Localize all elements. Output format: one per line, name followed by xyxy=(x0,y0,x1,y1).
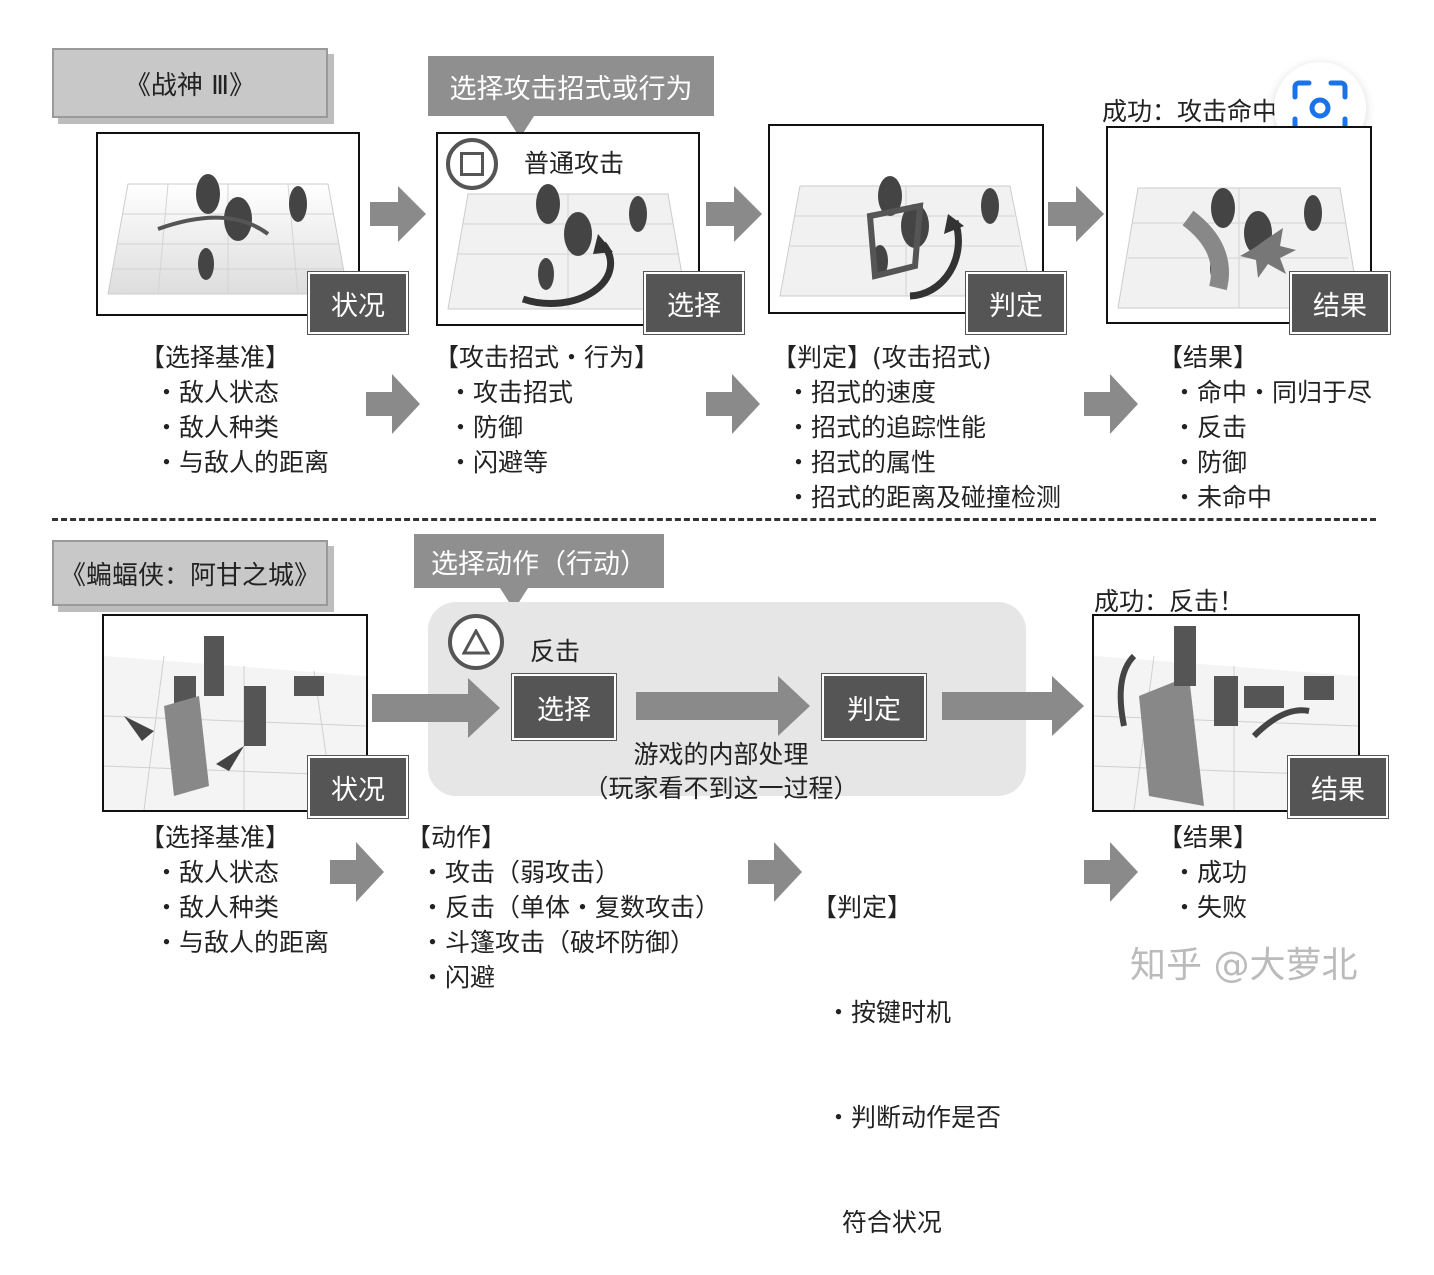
speech-bubble-top: 选择攻击招式或行为 xyxy=(428,56,714,116)
action-column-top: 【攻击招式・行为】 ・攻击招式 ・防御 ・闪避等 xyxy=(434,340,659,480)
triangle-glyph xyxy=(462,629,490,655)
column-heading: 【选择基准】 xyxy=(140,820,329,855)
label-result-top: 结果 xyxy=(1290,272,1390,334)
label-text: 状况 xyxy=(331,284,385,323)
label-text: 选择 xyxy=(537,688,591,727)
bubble-text: 选择攻击招式或行为 xyxy=(450,67,693,106)
square-glyph xyxy=(460,152,484,176)
triangle-button-icon xyxy=(448,614,504,670)
list-item: ・闪避 xyxy=(406,960,720,995)
label-situation-top: 状况 xyxy=(308,272,408,334)
list-item: ・反击 xyxy=(1158,410,1372,445)
list-item: ・按键时机 xyxy=(812,995,1001,1030)
column-heading: 【选择基准】 xyxy=(140,340,329,375)
column-heading: 【动作】 xyxy=(406,820,720,855)
list-item: ・成功 xyxy=(1158,855,1258,890)
list-item: ・与敌人的距离 xyxy=(140,445,329,480)
list-item: ・反击（单体・复数攻击） xyxy=(406,890,720,925)
column-heading: 【结果】 xyxy=(1158,340,1372,375)
arrow-icon xyxy=(748,842,802,902)
criteria-column-bottom: 【选择基准】 ・敌人状态 ・敌人种类 ・与敌人的距离 xyxy=(140,820,329,960)
game-title-god-of-war: 《战神 Ⅲ》 xyxy=(52,48,328,118)
column-heading: 【判定】(攻击招式) xyxy=(772,340,1061,375)
section-divider xyxy=(52,518,1376,521)
arrow-icon xyxy=(366,374,420,434)
internal-note-line: 游戏的内部处理 xyxy=(576,738,866,772)
arrow-icon xyxy=(706,374,760,434)
list-item: ・招式的速度 xyxy=(772,375,1061,410)
arrow-icon xyxy=(330,842,384,902)
speech-bubble-bottom: 选择动作（行动） xyxy=(414,534,664,588)
criteria-column-top: 【选择基准】 ・敌人状态 ・敌人种类 ・与敌人的距离 xyxy=(140,340,329,480)
label-judge-bottom: 判定 xyxy=(822,674,926,740)
arrow-icon xyxy=(1084,374,1138,434)
list-item: ・敌人状态 xyxy=(140,375,329,410)
watermark: 知乎 @大萝北 xyxy=(1130,936,1357,988)
success-caption-bottom: 成功：反击！ xyxy=(1094,582,1244,618)
arrow-icon xyxy=(636,676,810,736)
list-item: ・敌人状态 xyxy=(140,855,329,890)
list-item: ・与敌人的距离 xyxy=(140,925,329,960)
list-item: ・命中・同归于尽 xyxy=(1158,375,1372,410)
list-item: ・斗篷攻击（破坏防御） xyxy=(406,925,720,960)
arrow-icon xyxy=(706,186,762,242)
list-item: ・攻击（弱攻击） xyxy=(406,855,720,890)
list-item: ・判断动作是否 xyxy=(812,1100,1001,1135)
label-text: 结果 xyxy=(1311,768,1365,807)
list-item: ・招式的属性 xyxy=(772,445,1061,480)
list-item: ・招式的距离及碰撞检测 xyxy=(772,480,1061,515)
label-text: 判定 xyxy=(847,688,901,727)
button-caption-top: 普通攻击 xyxy=(524,144,624,180)
arrow-icon xyxy=(370,186,426,242)
internal-note-line: （玩家看不到这一过程） xyxy=(576,772,866,806)
judge-column-bottom: 【判定】 ・按键时机 ・判断动作是否 符合状况 xyxy=(812,820,1001,1275)
label-select-bottom: 选择 xyxy=(512,674,616,740)
arrow-icon xyxy=(372,678,500,738)
list-item: ・敌人种类 xyxy=(140,890,329,925)
label-text: 选择 xyxy=(667,284,721,323)
label-text: 状况 xyxy=(331,768,385,807)
game-title-text: 《蝙蝠侠：阿甘之城》 xyxy=(60,555,320,592)
bubble-text: 选择动作（行动） xyxy=(431,542,647,581)
list-item: 符合状况 xyxy=(812,1205,1001,1240)
label-result-bottom: 结果 xyxy=(1288,756,1388,818)
action-column-bottom: 【动作】 ・攻击（弱攻击） ・反击（单体・复数攻击） ・斗篷攻击（破坏防御） ・… xyxy=(406,820,720,995)
column-heading: 【判定】 xyxy=(812,890,1001,925)
list-item: ・防御 xyxy=(1158,445,1372,480)
arrow-icon xyxy=(1048,186,1104,242)
label-text: 判定 xyxy=(989,284,1043,323)
label-select-top: 选择 xyxy=(644,272,744,334)
label-text: 结果 xyxy=(1313,284,1367,323)
internal-note: 游戏的内部处理 （玩家看不到这一过程） xyxy=(576,738,866,806)
result-column-top: 【结果】 ・命中・同归于尽 ・反击 ・防御 ・未命中 xyxy=(1158,340,1372,515)
list-item: ・招式的追踪性能 xyxy=(772,410,1061,445)
judge-column-top: 【判定】(攻击招式) ・招式的速度 ・招式的追踪性能 ・招式的属性 ・招式的距离… xyxy=(772,340,1061,515)
column-heading: 【结果】 xyxy=(1158,820,1258,855)
list-item: ・闪避等 xyxy=(434,445,659,480)
result-column-bottom: 【结果】 ・成功 ・失败 xyxy=(1158,820,1258,925)
list-item: ・防御 xyxy=(434,410,659,445)
success-caption-top: 成功：攻击命中！ xyxy=(1102,92,1302,128)
label-judge-top: 判定 xyxy=(966,272,1066,334)
game-title-text: 《战神 Ⅲ》 xyxy=(125,65,255,102)
arrow-icon xyxy=(1084,842,1138,902)
list-item: ・敌人种类 xyxy=(140,410,329,445)
list-item: ・失败 xyxy=(1158,890,1258,925)
button-caption-bottom: 反击 xyxy=(530,632,580,668)
arrow-icon xyxy=(942,676,1084,736)
square-button-icon xyxy=(446,138,498,190)
list-item: ・未命中 xyxy=(1158,480,1372,515)
game-title-batman: 《蝙蝠侠：阿甘之城》 xyxy=(52,540,328,606)
column-heading: 【攻击招式・行为】 xyxy=(434,340,659,375)
label-situation-bottom: 状况 xyxy=(308,756,408,818)
list-item: ・攻击招式 xyxy=(434,375,659,410)
